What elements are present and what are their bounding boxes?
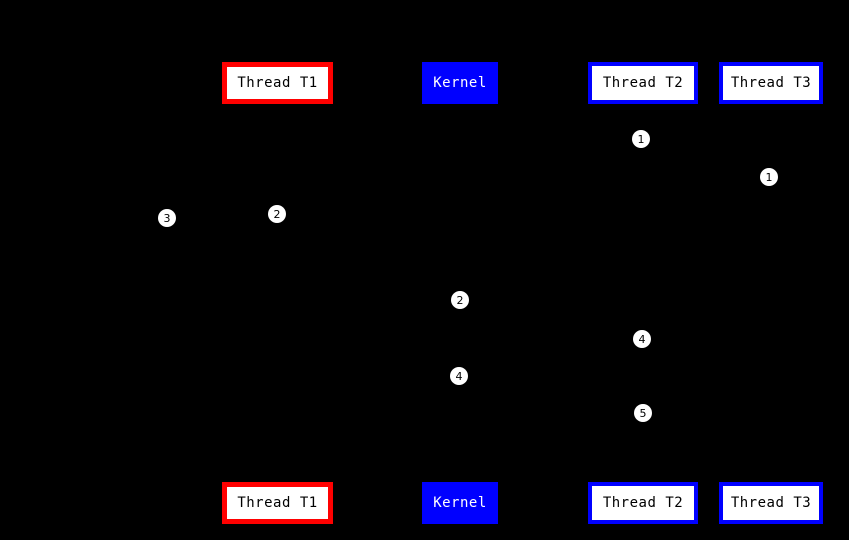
step-marker-number: 4 [455,369,463,383]
participant-box-t2-bottom[interactable]: Thread T2 [588,482,698,524]
participant-label: Kernel [433,75,487,91]
participant-box-kernel-bottom[interactable]: Kernel [422,482,498,524]
participant-label: Thread T2 [602,495,684,511]
step-marker-number: 3 [163,211,171,225]
step-marker-3: 3 [158,209,176,227]
step-marker-1: 1 [760,168,778,186]
participant-box-t2-top[interactable]: Thread T2 [588,62,698,104]
participant-label: Thread T1 [237,75,318,91]
lifeline-t1 [277,104,278,482]
participant-box-kernel-top[interactable]: Kernel [422,62,498,104]
step-marker-number: 5 [639,406,647,420]
participant-label: Thread T2 [602,75,684,91]
participant-box-t3-top[interactable]: Thread T3 [719,62,823,104]
lifeline-t2 [643,102,644,484]
step-marker-5: 5 [634,404,652,422]
step-marker-2: 2 [268,205,286,223]
participant-label: Thread T1 [237,495,318,511]
lifeline-t3 [771,102,772,484]
participant-box-t3-bottom[interactable]: Thread T3 [719,482,823,524]
participant-label: Thread T3 [730,495,812,511]
participant-label: Kernel [433,495,487,511]
step-marker-1: 1 [632,130,650,148]
step-marker-number: 2 [456,293,464,307]
participant-box-t1-bottom[interactable]: Thread T1 [222,482,333,524]
step-marker-4: 4 [450,367,468,385]
step-marker-number: 2 [273,207,281,221]
step-marker-number: 4 [638,332,646,346]
step-marker-4: 4 [633,330,651,348]
step-marker-number: 1 [637,132,645,146]
step-marker-number: 1 [765,170,773,184]
step-marker-2: 2 [451,291,469,309]
participant-label: Thread T3 [730,75,812,91]
participant-box-t1-top[interactable]: Thread T1 [222,62,333,104]
